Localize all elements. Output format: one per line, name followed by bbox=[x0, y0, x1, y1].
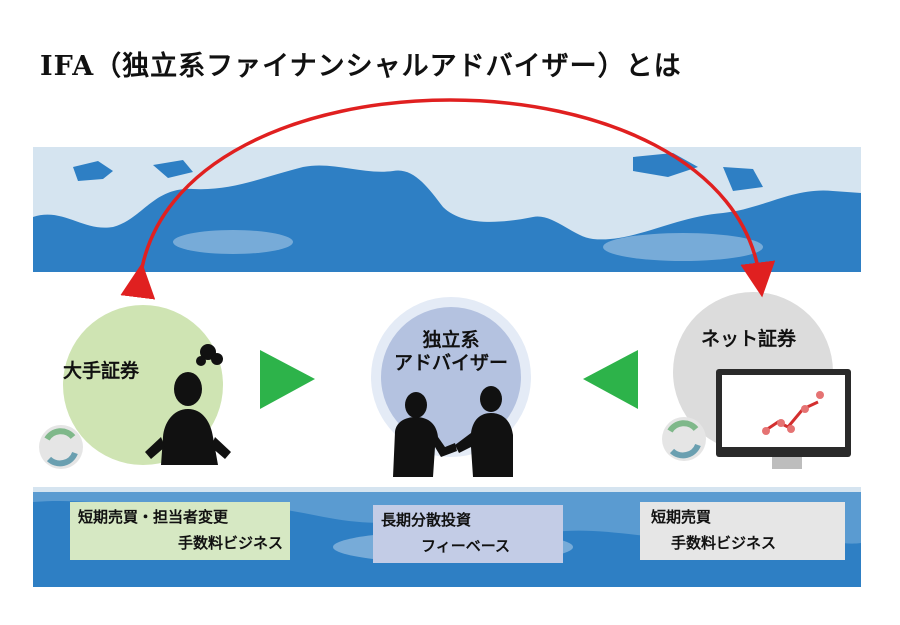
computer-monitor-chart-icon bbox=[716, 369, 851, 469]
left-circle-label: 大手証券 bbox=[63, 360, 140, 382]
green-arrow-left bbox=[583, 350, 638, 409]
page-title: IFA（独立系ファイナンシャルアドバイザー）とは bbox=[40, 51, 682, 82]
right-circle-label: ネット証券 bbox=[701, 328, 797, 350]
diagram-stage: 大手証券 独立系 アドバイザー ネット証券 短期売買・担当者変更 手数料ビジネス… bbox=[33, 147, 861, 587]
recycle-arrows-icon bbox=[662, 417, 706, 461]
left-desc-line2: 手数料ビジネス bbox=[177, 534, 283, 552]
right-desc-line1: 短期売買 bbox=[651, 508, 712, 526]
center-label-line2: アドバイザー bbox=[393, 351, 508, 374]
center-desc-line1: 長期分散投資 bbox=[381, 511, 472, 529]
recycle-arrows-icon bbox=[39, 425, 83, 469]
right-desc-line2: 手数料ビジネス bbox=[671, 534, 777, 552]
center-desc-box bbox=[373, 505, 563, 563]
circles-layer bbox=[39, 292, 851, 563]
left-desc-box bbox=[70, 502, 290, 560]
green-arrow-right bbox=[260, 350, 315, 409]
handshake-icon bbox=[393, 386, 513, 477]
center-label-line1: 独立系 bbox=[422, 329, 480, 351]
left-desc-line1: 短期売買・担当者変更 bbox=[78, 508, 229, 526]
center-description: 長期分散投資 フィーベース bbox=[381, 507, 561, 559]
center-desc-line2: フィーベース bbox=[421, 537, 510, 555]
left-description: 短期売買・担当者変更 手数料ビジネス bbox=[78, 504, 283, 556]
center-circle-label: 独立系 アドバイザー bbox=[376, 329, 526, 375]
worried-businessman-icon bbox=[145, 344, 231, 465]
right-desc-box bbox=[640, 502, 845, 560]
right-description: 短期売買 手数料ビジネス bbox=[651, 504, 841, 556]
